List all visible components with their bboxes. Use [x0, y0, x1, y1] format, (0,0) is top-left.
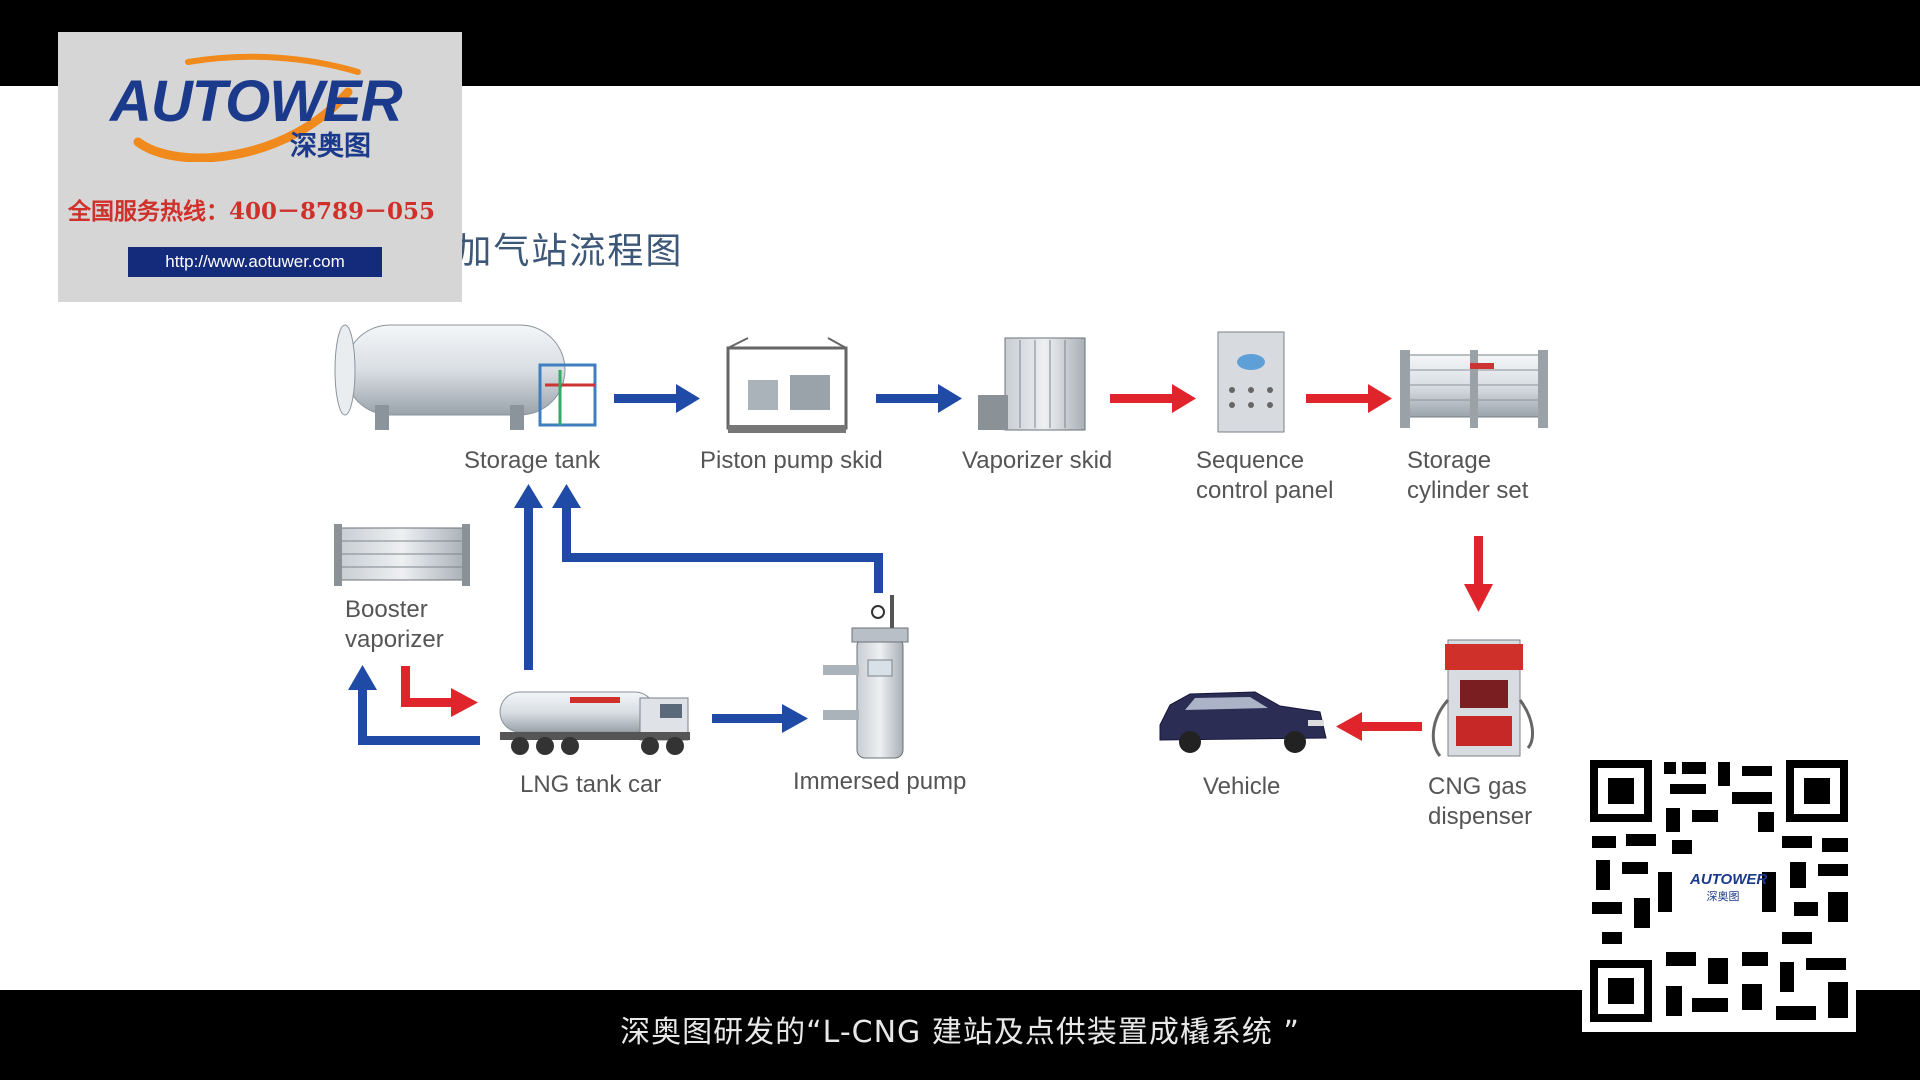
qr-badge-chinese: 深奥图: [1706, 891, 1740, 903]
arrow-tankcar-to-immersed-pump: [712, 704, 808, 733]
immersed-pump-equipment: [823, 595, 909, 759]
vaporizer-skid-equipment: [978, 337, 1086, 431]
label-sequence-control-panel: Sequence control panel: [1196, 447, 1334, 504]
qr-center-badge: AUTOWER 深奥图: [1690, 855, 1768, 921]
qr-code[interactable]: [1582, 752, 1856, 1032]
label-vehicle: Vehicle: [1203, 773, 1281, 800]
arrow-tankcar-to-booster: [348, 665, 480, 745]
arrow-tank-to-pump: [614, 384, 700, 413]
piston-pump-skid-equipment: [726, 337, 848, 433]
service-hotline: 全国服务热线：400－8789－055: [68, 198, 436, 225]
lng-tank-car-equipment: [499, 691, 690, 755]
sequence-control-panel-equipment: [1217, 331, 1285, 433]
website-link[interactable]: http://www.aotuwer.com: [128, 247, 382, 277]
label-cng-gas-dispenser: CNG gas dispenser: [1428, 773, 1533, 830]
arrow-immersed-pump-to-storage-tank: [552, 484, 883, 593]
label-piston-pump-skid: Piston pump skid: [700, 447, 883, 474]
label-immersed-pump: Immersed pump: [793, 768, 967, 795]
arrow-pump-to-vaporizer: [876, 384, 962, 413]
arrow-cylinders-to-dispenser: [1464, 536, 1493, 612]
label-lng-tank-car: LNG tank car: [520, 771, 662, 798]
video-subtitle: 深奥图研发的“L-CNG 建站及点供装置成橇系统 ”: [620, 1015, 1300, 1050]
storage-cylinder-set-equipment: [1400, 350, 1548, 428]
brand-logo-panel: AUTOWER 深奥图 全国服务热线：400－8789－055 http://w…: [58, 32, 462, 302]
vehicle-equipment: [1159, 691, 1327, 753]
arrow-tankcar-to-storage-tank: [514, 484, 543, 670]
arrow-vaporizer-to-panel: [1110, 384, 1196, 413]
label-storage-cylinder-set: Storage cylinder set: [1407, 447, 1529, 504]
label-vaporizer-skid: Vaporizer skid: [962, 447, 1113, 474]
label-booster-vaporizer: Booster vaporizer: [345, 596, 444, 653]
brand-logo-chinese: 深奥图: [290, 131, 371, 162]
logo-swoosh-icon: [133, 53, 361, 162]
brand-logo-text: AUTOWER: [110, 69, 403, 134]
booster-vaporizer-equipment: [334, 524, 470, 586]
arrow-dispenser-to-vehicle: [1336, 712, 1422, 741]
arrow-panel-to-cylinders: [1306, 384, 1392, 413]
qr-badge-brand: AUTOWER: [1690, 871, 1768, 888]
label-storage-tank: Storage tank: [464, 447, 601, 474]
arrow-booster-to-tankcar: [401, 666, 478, 717]
storage-tank-equipment: [334, 324, 597, 430]
cng-gas-dispenser-equipment: [1431, 639, 1534, 758]
qr-code-pattern: [1590, 760, 1848, 1022]
